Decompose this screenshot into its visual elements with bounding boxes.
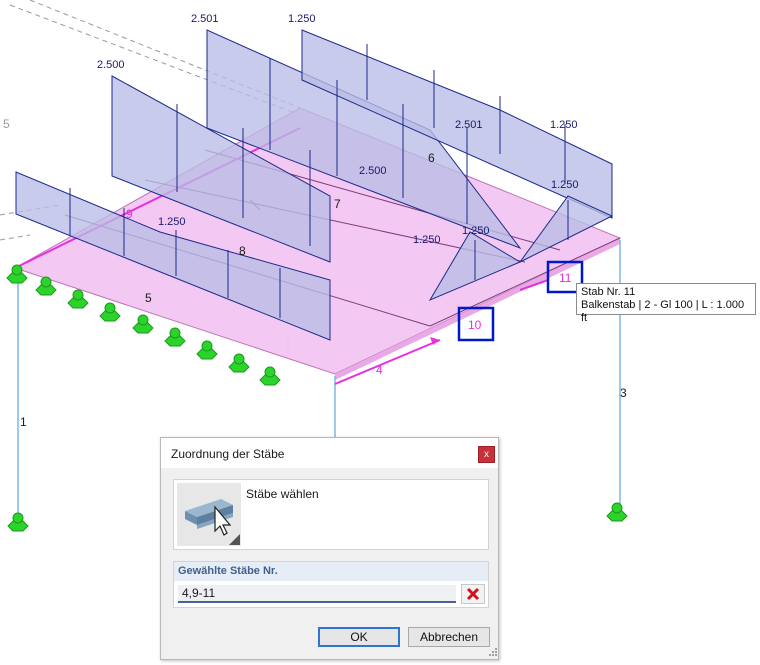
member-label-4: 4 — [376, 363, 383, 377]
member-4-arrow-icon — [430, 337, 440, 345]
member-label-3: 3 — [620, 386, 627, 400]
tooltip-details: Balkenstab | 2 - Gl 100 | L : 1.000 ft — [581, 299, 745, 324]
member-label-10: 10 — [468, 318, 482, 332]
member-label-8: 8 — [239, 244, 246, 258]
resize-grip-icon[interactable] — [488, 646, 498, 658]
assign-members-dialog: Zuordnung der Stäbe x Stäbe wählen Gewäh… — [160, 437, 499, 660]
load-diagrams — [15, 29, 614, 341]
member-label-6: 6 — [428, 151, 435, 165]
load-label: 2.500 — [97, 59, 125, 71]
member-label-9: 9 — [126, 207, 133, 221]
dialog-title: Zuordnung der Stäbe — [171, 447, 285, 461]
member-label-5-edge: 5 — [3, 117, 10, 131]
load-label: 1.250 — [462, 225, 490, 237]
member-label-11: 11 — [559, 271, 572, 285]
members-input[interactable] — [178, 585, 456, 603]
cancel-button[interactable]: Abbrechen — [408, 627, 490, 647]
dialog-titlebar[interactable]: Zuordnung der Stäbe x — [161, 438, 498, 468]
member-label-1: 1 — [20, 415, 27, 429]
load-label: 2.500 — [359, 165, 387, 177]
load-label: 1.250 — [550, 119, 578, 131]
selected-members-section: Gewählte Stäbe Nr. — [173, 561, 489, 608]
load-label: 2.501 — [455, 119, 483, 131]
close-icon: x — [484, 449, 489, 460]
highlight-member-11 — [546, 260, 584, 294]
beam-pick-button[interactable] — [177, 483, 241, 546]
selected-members-heading: Gewählte Stäbe Nr. — [174, 562, 488, 581]
select-members-label: Stäbe wählen — [246, 487, 319, 501]
load-arrows — [69, 44, 569, 318]
member-label-5: 5 — [145, 291, 152, 305]
highlight-member-10 — [457, 306, 495, 342]
clear-x-icon — [466, 587, 480, 601]
load-label: 2.501 — [191, 13, 219, 25]
tooltip-title: Stab Nr. 11 — [581, 286, 636, 298]
selected-members[interactable] — [14, 127, 549, 385]
clear-button[interactable] — [461, 584, 485, 604]
beam-pick-icon — [185, 499, 240, 545]
member-tooltip: Stab Nr. 11 Balkenstab | 2 - Gl 100 | L … — [576, 283, 756, 324]
load-label: 1.250 — [158, 216, 186, 228]
load-label: 1.250 — [551, 179, 579, 191]
load-label: 1.250 — [413, 234, 441, 246]
ok-button[interactable]: OK — [318, 627, 400, 647]
select-members-section: Stäbe wählen — [173, 479, 489, 550]
close-button[interactable]: x — [478, 446, 495, 463]
member-label-7: 7 — [334, 197, 341, 211]
load-label: 1.250 — [288, 13, 316, 25]
